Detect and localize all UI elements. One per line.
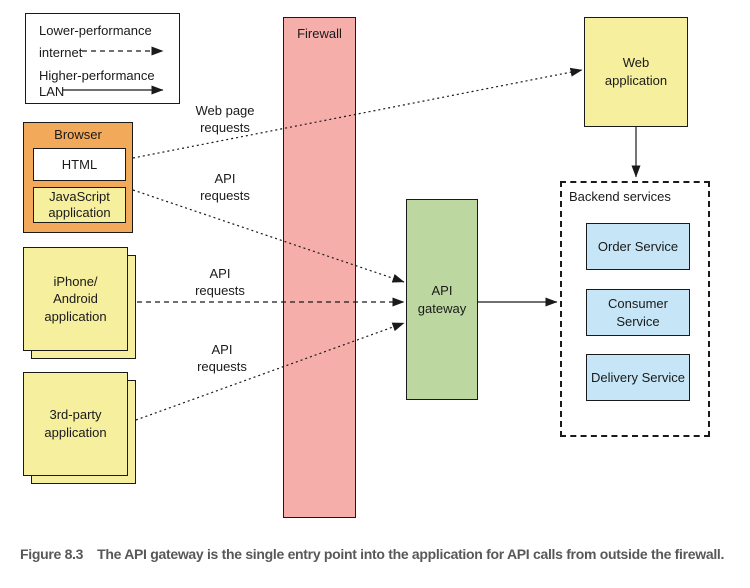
node-order-service: Order Service (586, 223, 690, 270)
figure-caption: Figure 8.3 The API gateway is the single … (20, 545, 726, 564)
figure-caption-text: The API gateway is the single entry poin… (97, 546, 725, 562)
label-api-requests-browser: API requests (200, 171, 250, 203)
node-api-gateway: API gateway (406, 199, 478, 400)
backend-services-title: Backend services (569, 189, 671, 204)
legend-lower-line2: internet (39, 45, 83, 60)
firewall-label: Firewall (297, 26, 342, 41)
label-api-requests-mobile: API requests (195, 266, 245, 298)
legend-box: Lower-performance internet Higher-perfor… (25, 13, 180, 104)
browser-title: Browser (54, 127, 102, 142)
third-party-label: 3rd-party application (23, 372, 128, 476)
node-delivery-service: Delivery Service (586, 354, 690, 401)
iphone-android-label: iPhone/ Android application (23, 247, 128, 351)
node-iphone-android-application: iPhone/ Android application (23, 247, 136, 360)
node-consumer-service: Consumer Service (586, 289, 690, 336)
node-third-party-application: 3rd-party application (23, 372, 136, 485)
backend-services-group: Backend services Order Service Consumer … (560, 181, 710, 437)
legend-lower-line1: Lower-performance (39, 23, 152, 38)
legend-higher-line1: Higher-performance (39, 68, 155, 83)
node-web-application: Web application (584, 17, 688, 127)
node-html: HTML (33, 148, 126, 181)
label-api-requests-thirdparty: API requests (197, 342, 247, 374)
figure-number: Figure 8.3 (20, 546, 84, 562)
legend-higher-line2: LAN (39, 84, 65, 99)
node-firewall: Firewall (283, 17, 356, 518)
node-browser: Browser HTML JavaScript application (23, 122, 133, 233)
node-javascript-application: JavaScript application (33, 187, 126, 223)
label-web-page-requests: Web page requests (195, 103, 255, 135)
